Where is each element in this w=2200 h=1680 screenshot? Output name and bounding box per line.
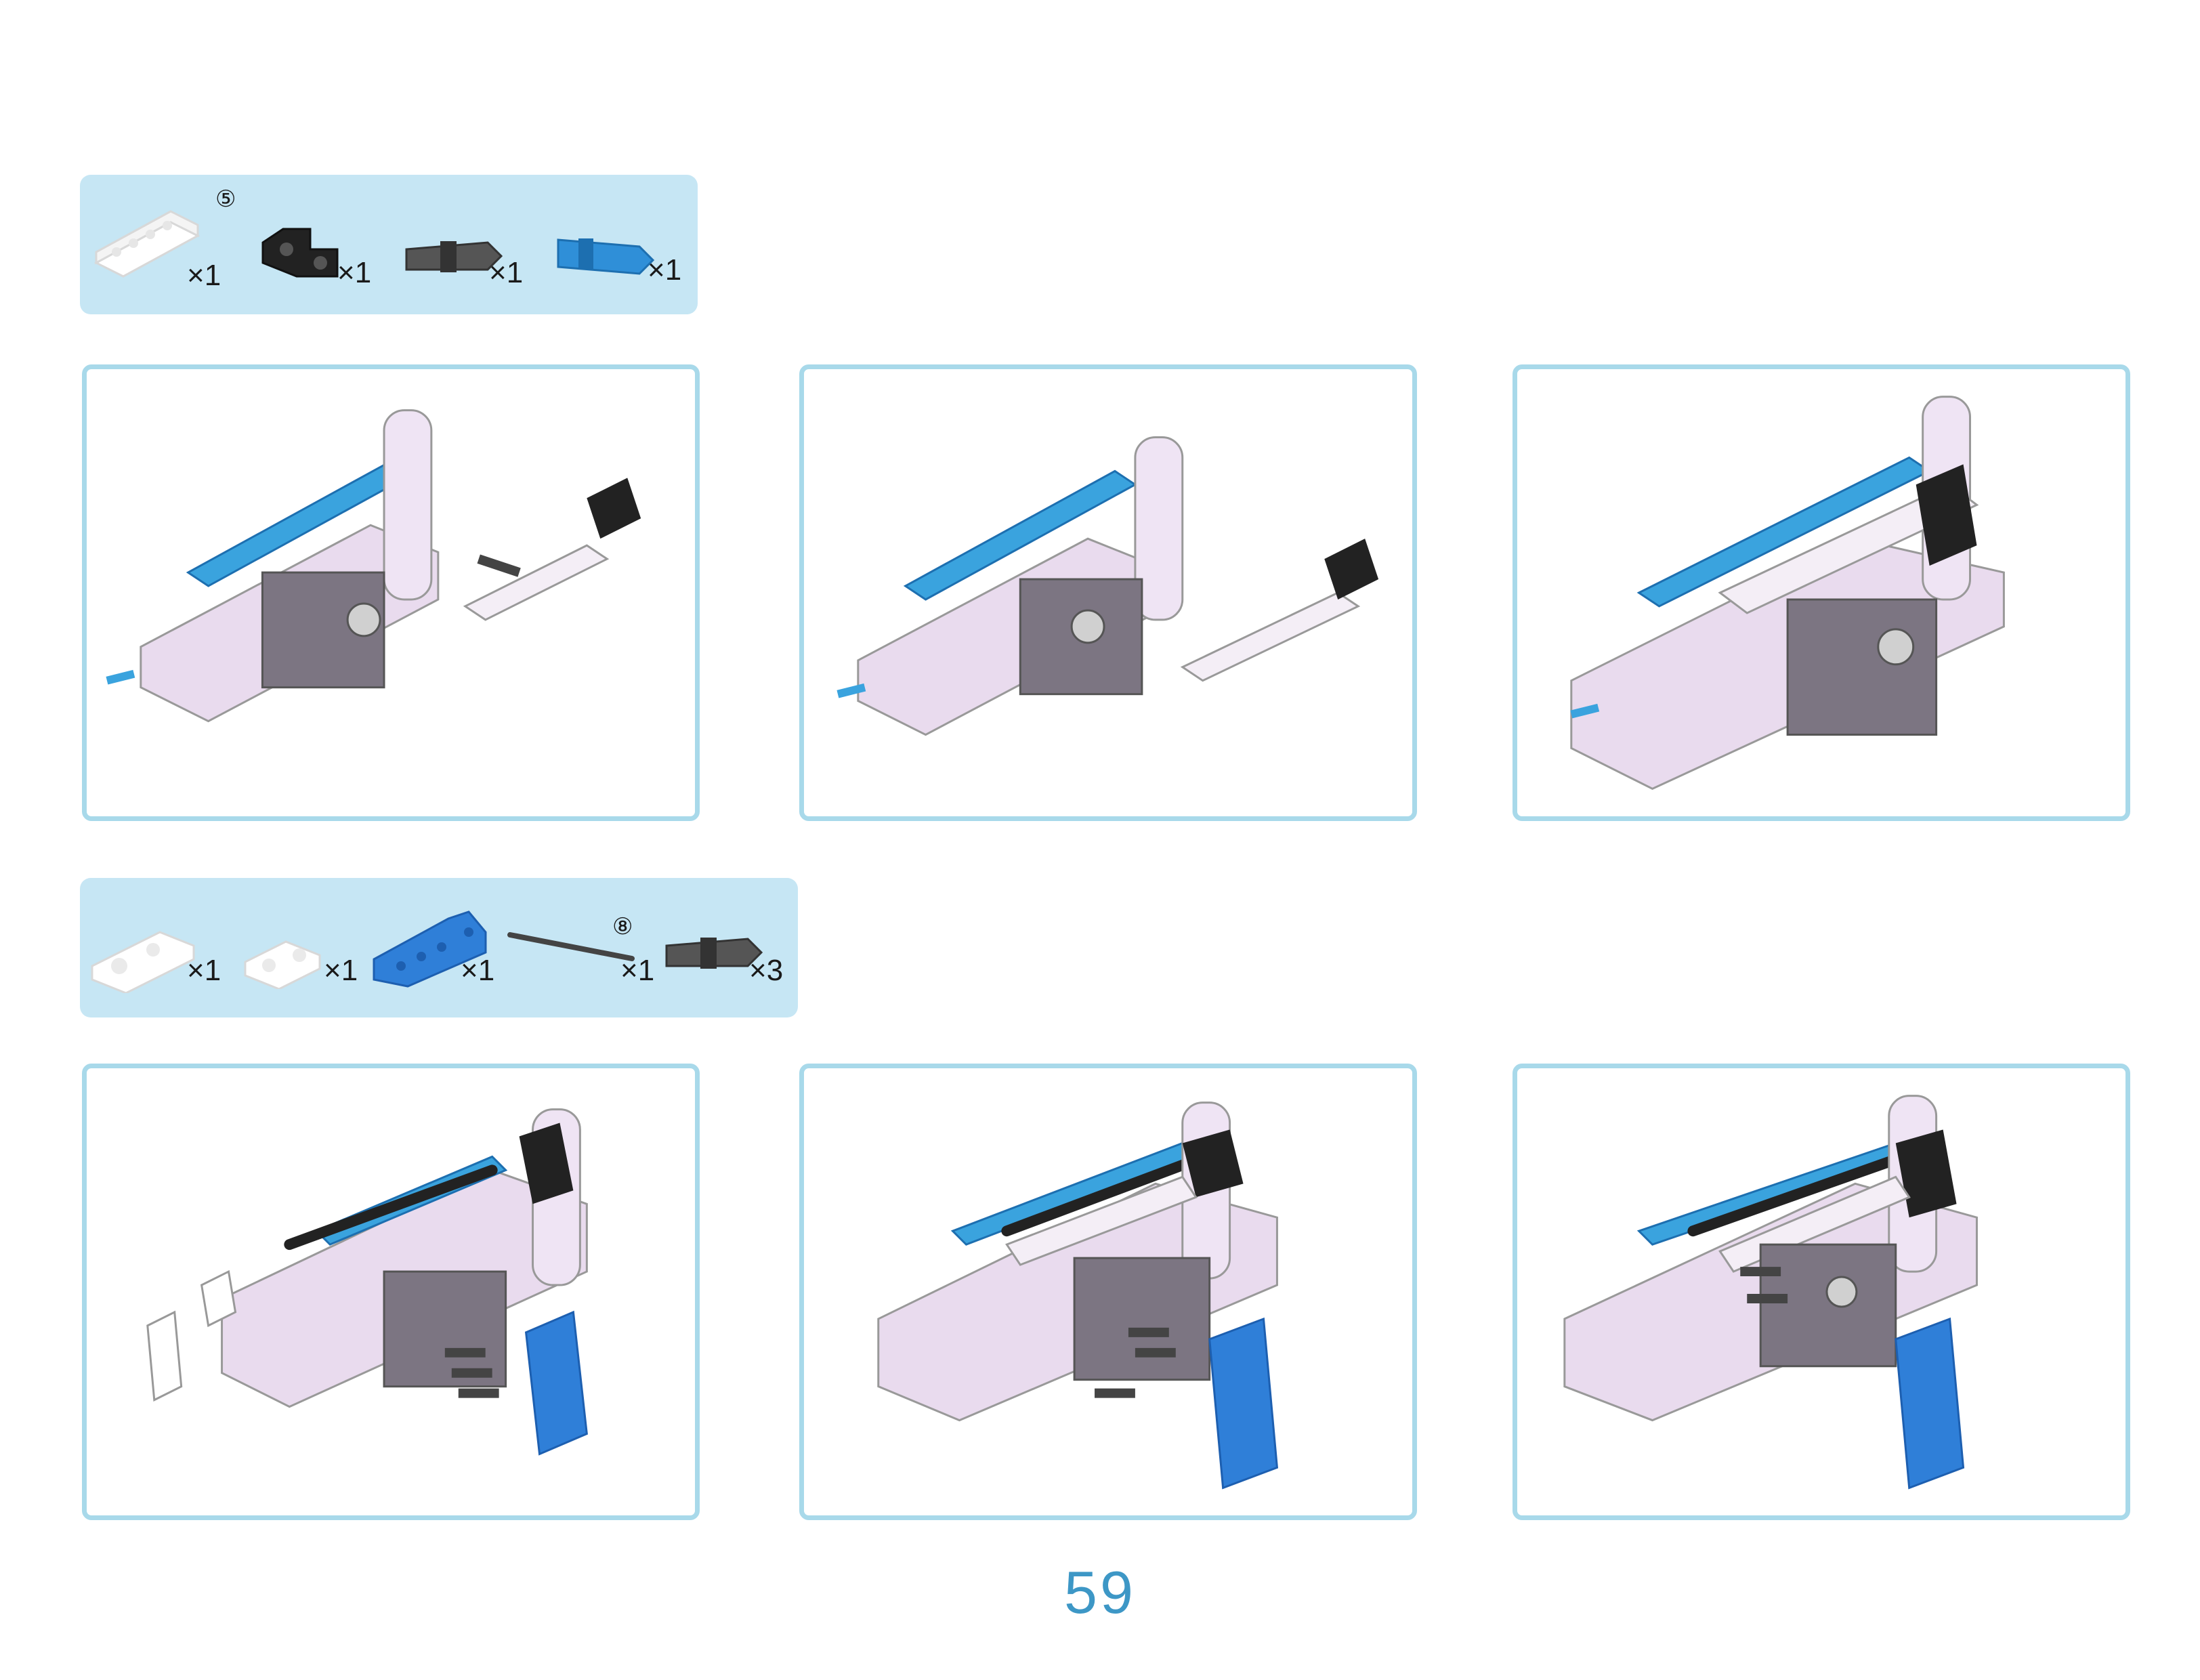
qty-label: ×1 xyxy=(324,954,358,988)
qty-label: ×1 xyxy=(187,259,221,293)
assembly-panel-3 xyxy=(1512,364,2130,821)
assembly-panel-6 xyxy=(1512,1064,2130,1520)
length-mark-8: ⑧ xyxy=(612,913,633,940)
assembly-illustration xyxy=(87,369,695,816)
qty-label: ×1 xyxy=(648,253,681,287)
qty-label: ×3 xyxy=(749,954,783,988)
assembly-illustration xyxy=(804,369,1412,816)
assembly-panel-5 xyxy=(799,1064,1417,1520)
page-number: 59 xyxy=(0,1558,2200,1627)
blue-pin-icon xyxy=(551,226,660,280)
qty-label: ×1 xyxy=(337,256,371,290)
assembly-panel-2 xyxy=(799,364,1417,821)
black-connector-icon xyxy=(256,215,344,283)
assembly-illustration xyxy=(87,1068,695,1515)
parts-bar-step-1: ⑤ ×1 ×1 ×1 ×1 xyxy=(80,175,698,314)
qty-label: ×1 xyxy=(461,954,494,988)
white-beam-2-icon xyxy=(238,915,326,989)
assembly-panel-1 xyxy=(82,364,700,821)
assembly-illustration xyxy=(804,1068,1412,1515)
length-mark-5: ⑤ xyxy=(215,186,236,213)
parts-bar-step-2: ×1 ×1 ×1 ⑧ ×1 ×3 xyxy=(80,878,798,1017)
white-beam-3-icon xyxy=(85,905,200,993)
assembly-panel-4 xyxy=(82,1064,700,1520)
qty-label: ×1 xyxy=(489,256,523,290)
qty-label: ×1 xyxy=(620,954,654,988)
assembly-illustration xyxy=(1517,1068,2125,1515)
assembly-illustration xyxy=(1517,369,2125,816)
qty-label: ×1 xyxy=(187,954,221,988)
